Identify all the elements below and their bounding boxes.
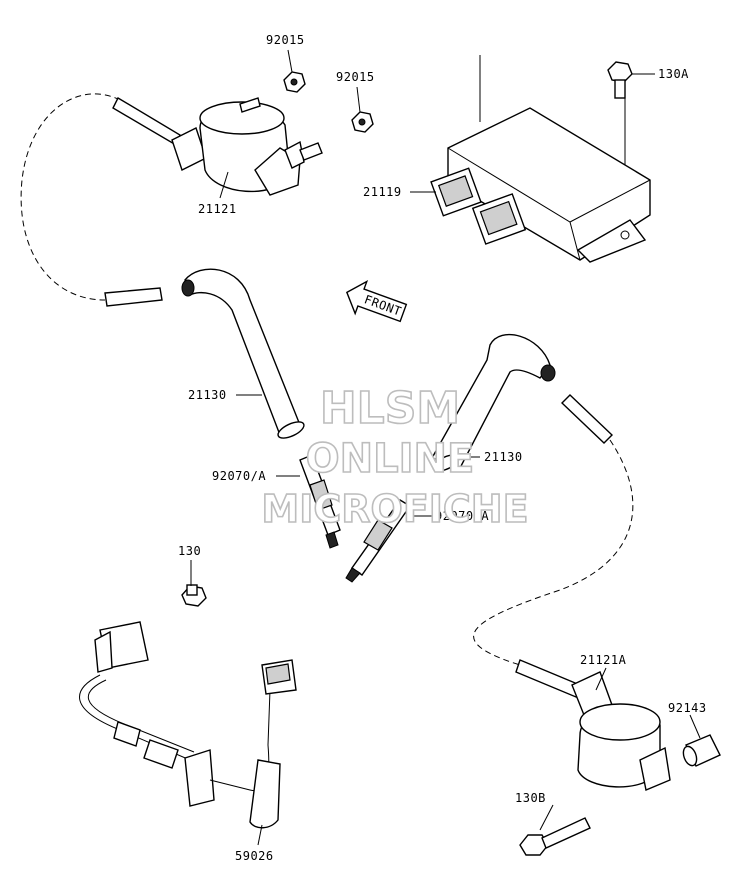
bolt-130A[interactable] [607, 61, 633, 99]
label-92015-top: 92015 [266, 33, 305, 47]
label-21130-left: 21130 [188, 388, 227, 402]
label-92143: 92143 [668, 701, 707, 715]
label-21121: 21121 [198, 202, 237, 216]
nut-92015-top[interactable] [283, 71, 306, 93]
bolt-130[interactable] [181, 584, 207, 607]
label-130B: 130B [515, 791, 546, 805]
spark-plug-92070A-left[interactable] [299, 454, 341, 549]
label-21119: 21119 [363, 185, 402, 199]
label-59026: 59026 [235, 849, 274, 863]
ignition-coil-21121A[interactable] [473, 394, 671, 791]
label-21121A: 21121A [580, 653, 627, 667]
bolt-130B[interactable] [519, 817, 591, 856]
plug-cap-21130-left[interactable] [181, 268, 306, 441]
ignition-coil-21121[interactable] [20, 93, 323, 307]
nut-92015-right[interactable] [351, 111, 374, 133]
label-92070A-right: 92070/A [435, 509, 489, 523]
front-arrow: FRONT [345, 280, 408, 323]
collar-92143[interactable] [681, 734, 721, 767]
igniter-unit-21119[interactable] [430, 55, 651, 263]
leader-lines [190, 49, 701, 846]
label-92070A-left: 92070/A [212, 469, 266, 483]
watermark-line2: ONLINE [306, 436, 475, 482]
pickup-coil-harness-59026[interactable] [79, 621, 297, 829]
watermark: HLSM ONLINE MICROFICHE [261, 382, 530, 532]
watermark-line3: MICROFICHE [261, 487, 528, 531]
label-21130-right: 21130 [484, 450, 523, 464]
label-130: 130 [178, 544, 201, 558]
spark-plug-92070A-right[interactable] [345, 499, 412, 583]
watermark-line1: HLSM [320, 383, 460, 434]
label-130A: 130A [658, 67, 689, 81]
label-92015-right: 92015 [336, 70, 375, 84]
plug-cap-21130-right[interactable] [430, 334, 556, 475]
